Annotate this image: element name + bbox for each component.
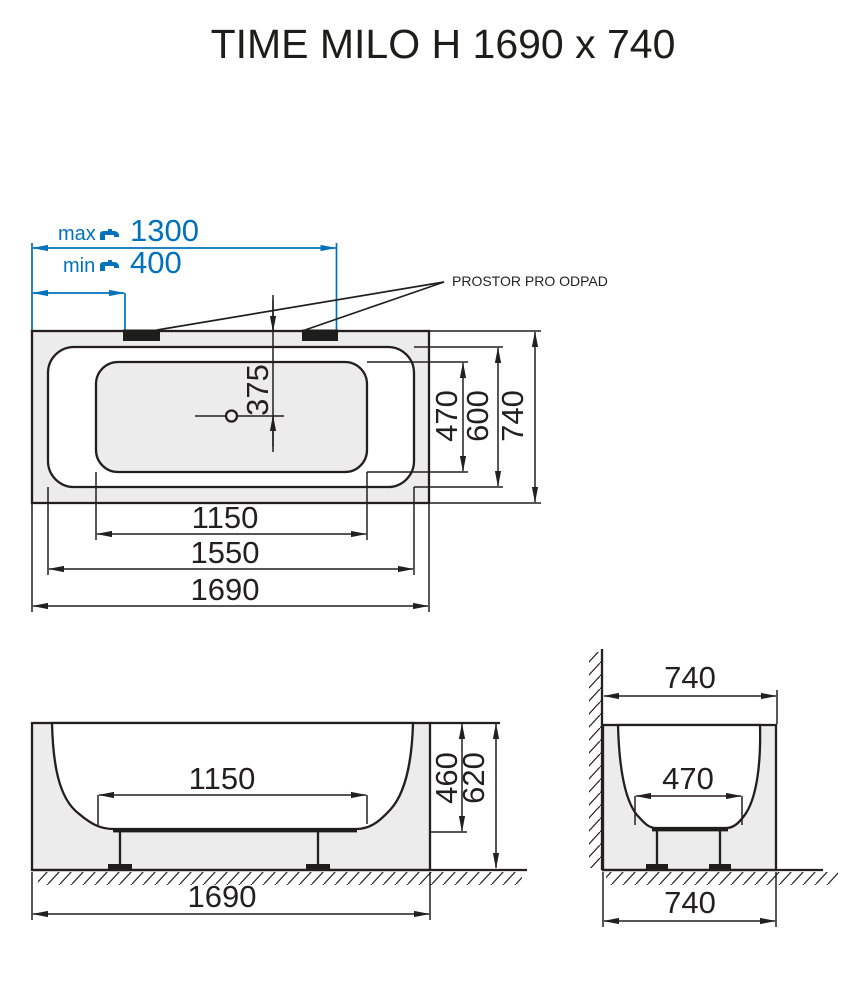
side-view: 740 470 740 [589, 649, 838, 927]
tub-foot [108, 864, 132, 870]
page-title: TIME MILO H 1690 x 740 [211, 21, 676, 67]
faucet-icon [100, 260, 119, 271]
drain-hole [224, 409, 239, 423]
dim-drain-offset: 375 [240, 364, 275, 416]
top-view: 375 PROSTOR PRO ODPAD 470 600 740 1150 1… [30, 273, 608, 612]
dim-faucet-min: 400 [130, 245, 182, 280]
ground-hatching [38, 872, 522, 885]
faucet-dimensions: max 1300 min 400 [31, 213, 338, 332]
dim-top-rim-length: 1550 [191, 535, 260, 570]
dim-top-rim-width: 600 [460, 390, 495, 442]
dim-front-overall-height: 620 [456, 752, 491, 804]
drain-space-left [123, 329, 160, 341]
tub-foot [709, 864, 731, 870]
dim-side-top-width: 740 [664, 660, 716, 695]
dim-side-bottom-width: 740 [664, 885, 716, 920]
dim-front-overall-length: 1690 [188, 879, 257, 914]
dim-top-bottom-length: 1150 [192, 500, 259, 535]
dim-front-bottom-length: 1150 [189, 761, 256, 796]
faucet-min-label: min [63, 255, 95, 277]
leader-line [304, 281, 445, 331]
faucet-max-label: max [58, 223, 96, 245]
front-view: 1150 460 620 1690 [30, 721, 527, 920]
dim-faucet-max: 1300 [130, 213, 199, 248]
dim-front-inner-depth: 460 [429, 752, 464, 804]
dim-top-overall-length: 1690 [191, 572, 260, 607]
dim-top-overall-width: 740 [495, 390, 530, 442]
drain-area-label: PROSTOR PRO ODPAD [452, 273, 608, 289]
leader-line [156, 281, 445, 331]
faucet-icon [100, 229, 119, 240]
dim-side-bottom-inner-width: 470 [662, 761, 714, 796]
dim-top-bottom-width: 470 [429, 390, 464, 442]
tub-foot [306, 864, 330, 870]
wall-hatching [589, 652, 602, 868]
tub-foot [646, 864, 668, 870]
drain-space-right [302, 329, 338, 341]
ground-hatching [606, 872, 838, 885]
